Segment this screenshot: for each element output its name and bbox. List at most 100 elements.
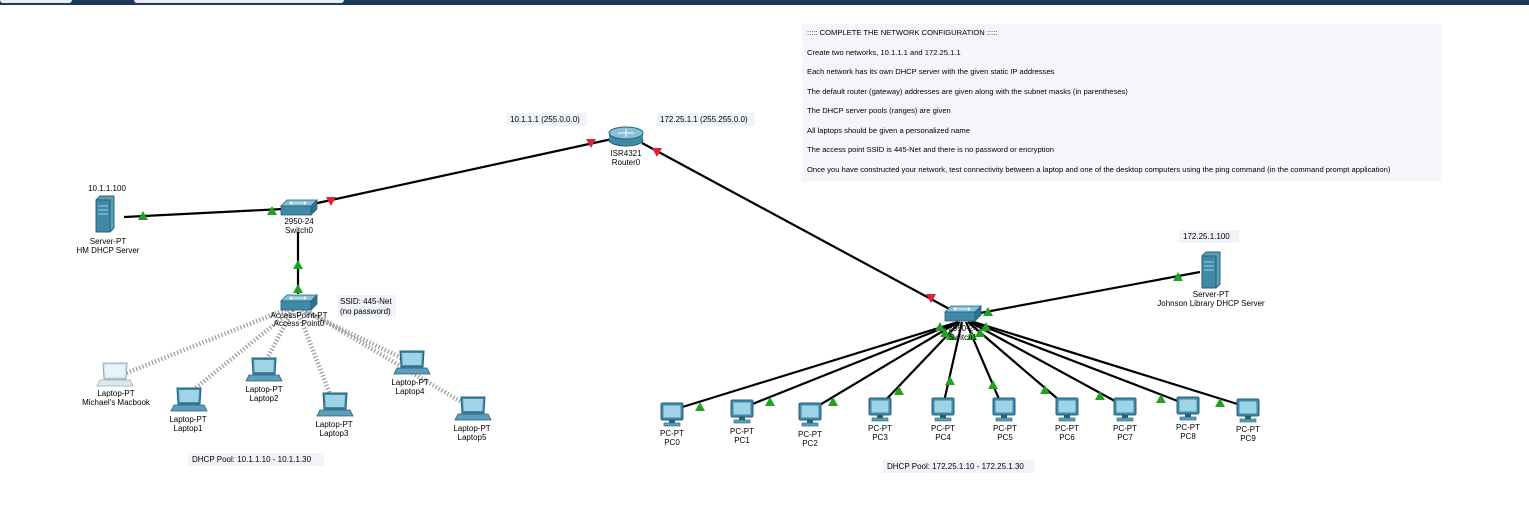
router0[interactable]: ISR4321 Router0 [608, 126, 644, 167]
server-hm-dhcp[interactable]: Server-PT HM DHCP Server [77, 195, 140, 255]
dhcp-pool-note-b: DHCP Pool: 172.25.1.10 - 172.25.1.30 [883, 460, 1035, 473]
laptop-name-label: Michael's Macbook [82, 398, 151, 407]
pc-5[interactable]: PC-PT PC5 [992, 397, 1017, 442]
desktop-pc-icon [992, 397, 1016, 422]
pc-type-label: PC-PT [1236, 425, 1260, 434]
server-ip-note-b: 172.25.1.100 [1179, 230, 1239, 243]
router-icon [608, 126, 644, 147]
ssid-note: SSID: 445-Net (no password) [338, 295, 396, 317]
pc-1[interactable]: PC-PT PC1 [730, 399, 754, 445]
switch0[interactable]: 2950-24 Switch0 [280, 199, 318, 235]
laptop-icon [316, 392, 354, 417]
laptop-type-label: Laptop-PT [391, 378, 428, 387]
pc-type-label: PC-PT [798, 430, 822, 439]
pc-4[interactable]: PC-PT PC4 [931, 397, 955, 442]
pc-name-label: PC3 [872, 433, 888, 442]
link-switch1-server1 [979, 270, 1201, 315]
link-switch0-router [312, 137, 613, 206]
desktop-pc-icon [1176, 396, 1200, 421]
router-ip-left-note: 10.1.1.1 (255.0.0.0) [507, 113, 587, 126]
pc-type-label: PC-PT [1055, 424, 1079, 433]
tab-strip-left[interactable] [0, 0, 72, 3]
server-icon [1201, 251, 1221, 289]
router-ip-left-label: 10.1.1.1 (255.0.0.0) [510, 115, 580, 124]
laptop-4[interactable]: Laptop-PT Laptop4 [391, 350, 431, 396]
laptop-name-label: Laptop1 [174, 424, 203, 433]
switch-icon [944, 305, 982, 322]
laptop-type-label: Laptop-PT [97, 389, 134, 398]
desktop-pc-icon [1113, 397, 1137, 422]
window-top-bar [0, 0, 1529, 5]
pc-name-label: PC0 [664, 438, 680, 447]
instruction-line: Create two networks, 10.1.1.1 and 172.25… [807, 47, 961, 57]
router-ip-right-note: 172.25.1.1 (255.255.0.0) [657, 113, 755, 126]
server-name-label: Johnson Library DHCP Server [1157, 299, 1265, 308]
link-up-icon [293, 260, 303, 269]
pc-0[interactable]: PC-PT PC0 [660, 402, 684, 447]
pc-type-label: PC-PT [1113, 424, 1137, 433]
pc-type-label: PC-PT [868, 424, 892, 433]
laptop-name-label: Laptop2 [250, 394, 279, 403]
laptop-name-label: Laptop5 [458, 433, 487, 442]
laptop-name-label: Laptop3 [320, 429, 349, 438]
link-router-switch1 [641, 142, 956, 313]
instruction-line: The DHCP server pools (ranges) are given [807, 106, 951, 115]
switch1[interactable]: 2950-24 Switch1 [944, 305, 982, 342]
laptop-5[interactable]: Laptop-PT Laptop5 [453, 396, 492, 442]
pc-9[interactable]: PC-PT PC9 [1236, 398, 1260, 443]
pc-name-label: PC7 [1117, 433, 1133, 442]
instruction-line: All laptops should be given a personaliz… [807, 125, 970, 135]
pc-6[interactable]: PC-PT PC6 [1055, 397, 1079, 442]
desktop-pc-icon [1236, 398, 1260, 423]
instructions-note: ::::: COMPLETE THE NETWORK CONFIGURATION… [802, 24, 1442, 182]
access-point-icon [280, 294, 318, 311]
link-up-icon [945, 376, 955, 385]
server-type-label: Server-PT [1193, 290, 1230, 299]
laptop-name-label: Laptop4 [396, 387, 425, 396]
pc-type-label: PC-PT [660, 429, 684, 438]
access-point0[interactable]: AccessPoint-PT Access Point0 [271, 294, 328, 328]
pc-8[interactable]: PC-PT PC8 [1176, 396, 1200, 441]
laptop-icon [393, 350, 431, 375]
tab-strip-center[interactable] [134, 0, 344, 3]
laptop-type-label: Laptop-PT [315, 420, 352, 429]
server-ip-label: 172.25.1.100 [1183, 232, 1230, 241]
laptop-3[interactable]: Laptop-PT Laptop3 [315, 392, 354, 438]
ap-type-label: AccessPoint-PT [271, 311, 328, 320]
pc-type-label: PC-PT [993, 424, 1017, 433]
server-ip-label: 10.1.1.100 [88, 184, 126, 193]
pc-name-label: PC5 [997, 433, 1013, 442]
link-server0-switch0 [123, 207, 284, 219]
dhcp-pool-label: DHCP Pool: 10.1.1.10 - 10.1.1.30 [192, 455, 312, 464]
desktop-pc-icon [730, 399, 754, 424]
laptop-icon [170, 387, 208, 412]
pc-2[interactable]: PC-PT PC2 [798, 402, 822, 448]
server-johnson-library-dhcp[interactable]: Server-PT Johnson Library DHCP Server [1157, 251, 1265, 308]
laptop-type-label: Laptop-PT [169, 415, 206, 424]
instruction-line: The default router (gateway) addresses a… [807, 86, 1128, 96]
switch-model-label: 2950-24 [284, 217, 314, 226]
desktop-pc-icon [868, 397, 892, 422]
router-name-label: Router0 [612, 158, 641, 167]
pc-name-label: PC9 [1240, 434, 1256, 443]
pc-type-label: PC-PT [1176, 423, 1200, 432]
pc-3[interactable]: PC-PT PC3 [868, 397, 892, 442]
pc-name-label: PC2 [802, 439, 818, 448]
ap-name-label: Access Point0 [274, 319, 325, 328]
laptop-1[interactable]: Laptop-PT Laptop1 [169, 387, 208, 433]
laptop-2[interactable]: Laptop-PT Laptop2 [245, 357, 283, 403]
switch-icon [280, 199, 318, 216]
switch-name-label: Switch0 [285, 226, 314, 235]
pc-7[interactable]: PC-PT PC7 [1113, 397, 1137, 442]
ssid-password-label: (no password) [340, 307, 391, 316]
router-model-label: ISR4321 [610, 149, 642, 158]
switch-name-label: Switch1 [949, 333, 978, 342]
laptop-michaels-macbook[interactable]: Laptop-PT Michael's Macbook [82, 362, 151, 407]
desktop-pc-icon [931, 397, 955, 422]
router-ip-right-label: 172.25.1.1 (255.255.0.0) [660, 115, 748, 124]
dhcp-pool-label: DHCP Pool: 172.25.1.10 - 172.25.1.30 [887, 462, 1024, 471]
ssid-label: SSID: 445-Net [340, 297, 392, 306]
desktop-pc-icon [798, 402, 822, 427]
instruction-line: Once you have constructed your network, … [807, 164, 1391, 174]
